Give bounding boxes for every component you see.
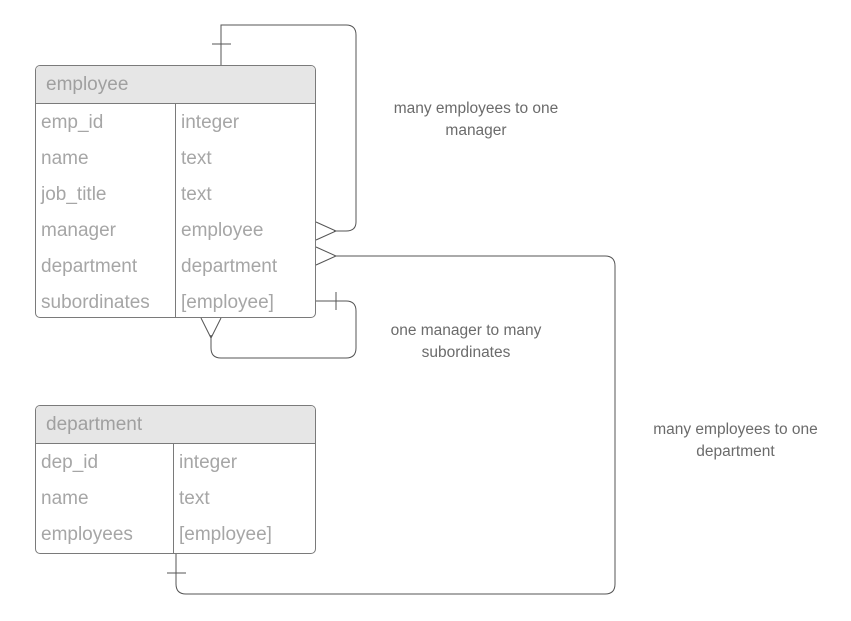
field-name: department (41, 256, 138, 277)
entity-title: employee (36, 66, 315, 104)
label-line: one manager to many (390, 322, 542, 339)
field-row: department department (36, 249, 315, 285)
field-row: manager employee (36, 213, 315, 249)
field-type: department (181, 256, 278, 277)
department-entity: department dep_id integer name text empl… (35, 405, 316, 554)
column-divider (173, 444, 174, 553)
field-type: text (179, 488, 210, 509)
field-name: name (41, 148, 89, 169)
field-name: manager (41, 220, 116, 241)
field-name: employees (41, 524, 133, 545)
field-row: job_title text (36, 177, 315, 213)
label-line: many employees to one (393, 100, 559, 117)
label-line: manager (445, 122, 507, 139)
field-row: name text (36, 481, 315, 517)
subordinates-relationship-line (210, 300, 357, 359)
field-row: name text (36, 141, 315, 177)
field-type: [employee] (181, 292, 274, 313)
department-relationship-line (175, 255, 616, 595)
many-marker (315, 221, 338, 241)
field-type: employee (181, 220, 264, 241)
field-type: integer (179, 452, 238, 473)
field-name: dep_id (41, 452, 99, 473)
field-name: subordinates (41, 292, 150, 313)
relationship-label-manager-subordinates: one manager to many subordinates (366, 320, 566, 364)
label-line: subordinates (421, 344, 511, 361)
field-row: dep_id integer (36, 445, 315, 481)
many-marker (200, 317, 222, 340)
relationship-label-employee-department: many employees to one department (633, 419, 838, 463)
entity-fields: emp_id integer name text job_title text … (36, 104, 315, 317)
field-row: employees [employee] (36, 517, 315, 553)
field-row: emp_id integer (36, 105, 315, 141)
label-line: many employees to one (653, 421, 818, 438)
field-type: text (181, 184, 212, 205)
field-row: subordinates [employee] (36, 285, 315, 317)
manager-relationship-line (220, 24, 357, 232)
many-marker (315, 246, 338, 266)
field-name: emp_id (41, 112, 104, 133)
field-type: text (181, 148, 212, 169)
field-type: integer (181, 112, 240, 133)
field-name: name (41, 488, 89, 509)
column-divider (175, 104, 176, 317)
employee-entity: employee emp_id integer name text job_ti… (35, 65, 316, 318)
field-name: job_title (41, 184, 107, 205)
relationship-label-employee-manager: many employees to one manager (371, 98, 581, 142)
entity-title: department (36, 406, 315, 444)
label-line: department (696, 443, 775, 460)
field-type: [employee] (179, 524, 272, 545)
entity-fields: dep_id integer name text employees [empl… (36, 444, 315, 553)
